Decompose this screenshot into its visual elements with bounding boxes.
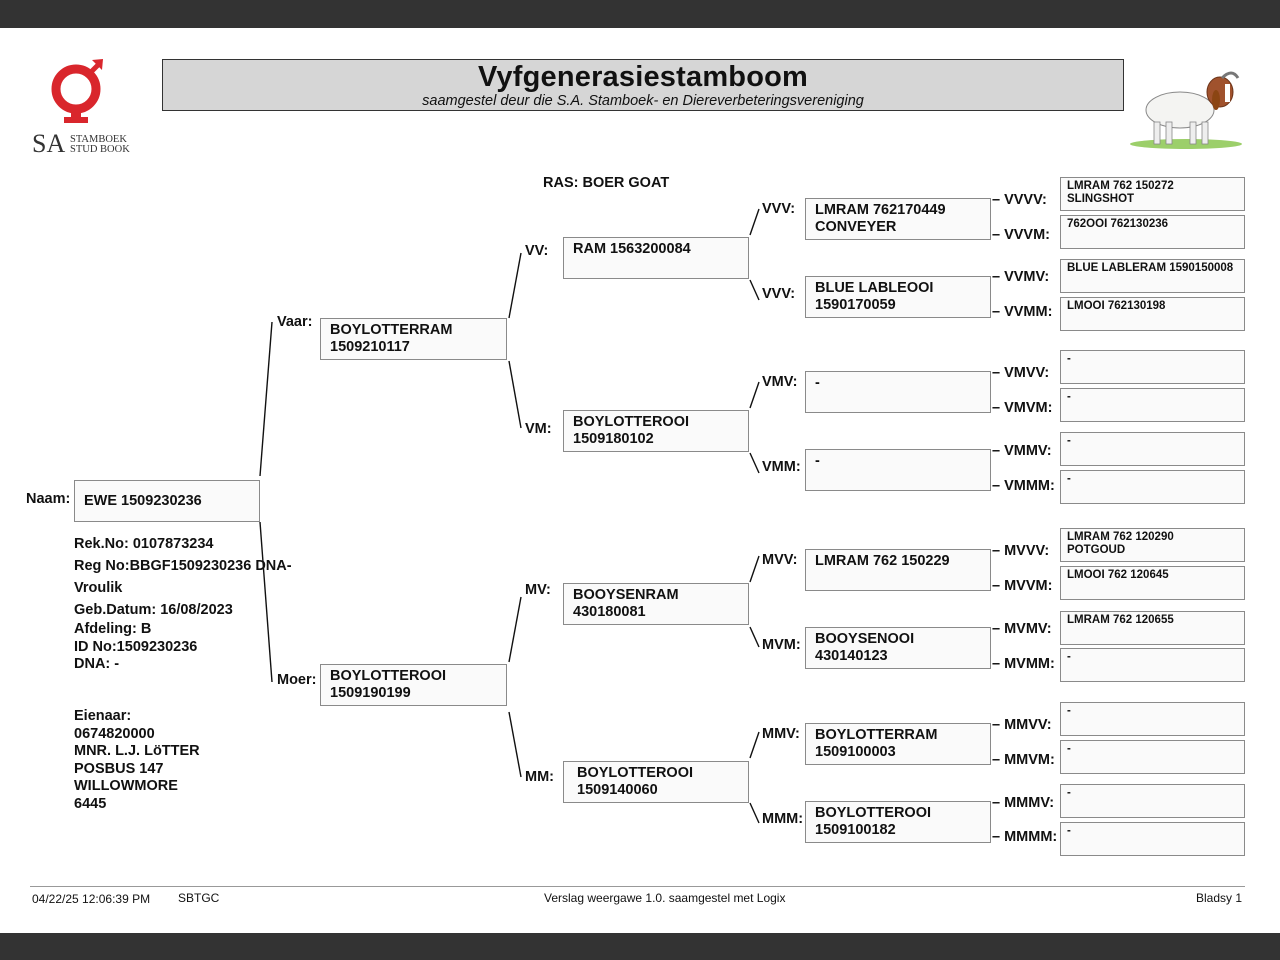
vvvm-label: – VVVM: [992,227,1051,243]
vmvv-box: - [1060,350,1245,384]
logo-sa-text: SA [32,129,66,158]
breed-label: RAS: BOER GOAT [543,175,670,191]
owner-address2: WILLOWMORE [74,778,178,794]
vvv2-label: VVV: [762,286,796,302]
mvvm-box: LMOOI 762 120645 [1060,566,1245,600]
mmvm-label: – MMVM: [992,752,1055,768]
footer-divider [30,886,1245,887]
vmv-box: - [805,371,991,413]
mmm-label: MMM: [762,811,804,827]
vm-box: BOYLOTTEROOI 1509180102 [563,410,749,452]
owner-number: 0674820000 [74,725,155,742]
mvvm-label: – MVVM: [992,578,1053,594]
vmm-box: - [805,449,991,491]
mvmm-label: – MVMM: [992,656,1055,672]
vvv2-box: BLUE LABLEOOI 1590170059 [805,276,991,318]
owner-block: Eienaar: 0674820000 MNR. L.J. LöTTER POS… [74,708,200,813]
subject-animal-box: EWE 1509230236 [74,480,260,522]
sex: Vroulik [74,580,123,596]
vvmm-box: LMOOI 762130198 [1060,297,1245,331]
mmmv-label: – MMMV: [992,795,1055,811]
page-subtitle: saamgestel deur die S.A. Stamboek- en Di… [422,93,864,109]
mmmv-box: - [1060,784,1245,818]
owner-label: Eienaar: [74,708,132,724]
mv-box: BOOYSENRAM 430180081 [563,583,749,625]
vmvm-box: - [1060,388,1245,422]
dna: DNA: - [74,656,120,672]
mmvv-box: - [1060,702,1245,736]
reg-no: Reg No:BBGF1509230236 DNA- [74,558,292,574]
rek-no: Rek.No: 0107873234 [74,536,214,552]
owner-code: 6445 [74,795,107,812]
mvm-label: MVM: [762,637,801,653]
mmv-label: MMV: [762,726,800,742]
mmm-box: BOYLOTTEROOI 1509100182 [805,801,991,843]
mvmv-box: LMRAM 762 120655 [1060,611,1245,645]
mmv-box: BOYLOTTERRAM 1509100003 [805,723,991,765]
animal-extra: Afdeling: B ID No:1509230236 DNA: - [74,621,197,674]
mm-label: MM: [525,769,554,785]
boer-goat-illustration [1128,64,1246,152]
vmvv-label: – VMVV: [992,365,1050,381]
mmvv-label: – MMVV: [992,717,1052,733]
mvvv-label: – MVVV: [992,543,1050,559]
naam-label: Naam: [26,491,71,507]
mmvm-box: - [1060,740,1245,774]
owner-address1: POSBUS 147 [74,760,164,777]
mvmm-box: - [1060,648,1245,682]
vv-label: VV: [525,243,549,259]
dam-box: BOYLOTTEROOI 1509190199 [320,664,507,706]
vvvm-box: 762OOI 762130236 [1060,215,1245,249]
owner-name: MNR. L.J. LöTTER [74,743,200,759]
mvv-label: MVV: [762,552,798,568]
afdeling: Afdeling: B [74,621,152,637]
page-title: Vyfgenerasiestamboom [477,61,809,93]
sire-box: BOYLOTTERRAM 1509210117 [320,318,507,360]
vvv1-label: VVV: [762,201,796,217]
footer-code: SBTGC [178,891,220,905]
mm-box: BOYLOTTEROOI 1509140060 [563,761,749,803]
logo-line1: STAMBOEK [70,134,127,145]
mvmv-label: – MVMV: [992,621,1052,637]
birth-date: Geb.Datum: 16/08/2023 [74,602,233,618]
vvmv-box: BLUE LABLERAM 1590150008 [1060,259,1245,293]
vvmv-label: – VVMV: [992,269,1050,285]
mmmm-box: - [1060,822,1245,856]
mvm-box: BOOYSENOOI 430140123 [805,627,991,669]
vmmv-label: – VMMV: [992,443,1052,459]
footer-report: Verslag weergawe 1.0. saamgestel met Log… [544,891,786,905]
id-no: ID No:1509230236 [74,638,198,655]
logo-line2: STUD BOOK [70,144,130,155]
footer-datetime: 04/22/25 12:06:39 PM [32,892,151,906]
header-banner: Vyfgenerasiestamboom saamgestel deur die… [162,59,1124,111]
mvv-box: LMRAM 762 150229 [805,549,991,591]
vm-label: VM: [525,421,552,437]
viewer-bottom-bar [0,933,1280,960]
vvvv-label: – VVVV: [992,192,1047,208]
vv-box: RAM 1563200084 [563,237,749,279]
vmvm-label: – VMVM: [992,400,1053,416]
vmv-label: VMV: [762,374,798,390]
vvv1-box: LMRAM 762170449 CONVEYER [805,198,991,240]
vmmv-box: - [1060,432,1245,466]
mmmm-label: – MMMM: [992,829,1058,845]
footer-page: Bladsy 1 [1196,891,1243,905]
vaar-label: Vaar: [277,314,313,330]
vmmm-label: – VMMM: [992,478,1055,494]
vmmm-box: - [1060,470,1245,504]
mv-label: MV: [525,582,551,598]
viewer-top-bar [0,0,1280,28]
logo-caption: STAMBOEK STUD BOOK [70,134,130,155]
moer-label: Moer: [277,672,317,688]
vmm-label: VMM: [762,459,801,475]
mvvv-box: LMRAM 762 120290 POTGOUD [1060,528,1245,562]
sa-stud-book-logo: SA STAMBOEK STUD BOOK [30,55,134,159]
animal-details: Rek.No: 0107873234 Reg No:BBGF1509230236… [74,533,292,621]
vvvv-box: LMRAM 762 150272 SLINGSHOT [1060,177,1245,211]
vvmm-label: – VVMM: [992,304,1053,320]
